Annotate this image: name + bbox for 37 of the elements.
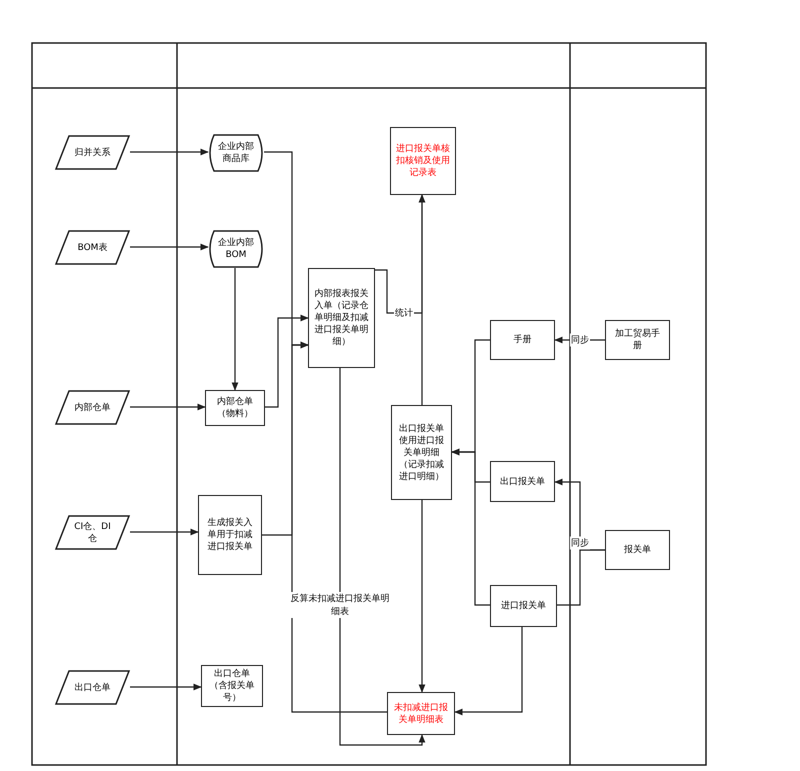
arrow xyxy=(130,148,209,156)
arrow xyxy=(339,368,426,746)
arrow xyxy=(130,528,199,536)
document-shape: 企业内部BOM xyxy=(208,230,264,268)
data-parallelogram: 内部仓单 xyxy=(55,390,130,425)
process-box: 加工贸易手册 xyxy=(605,320,670,360)
edge-label: 反算未扣减进口报关单明细表 xyxy=(289,592,391,618)
process-box: 内部仓单（物料） xyxy=(205,390,265,426)
document-shape: 企业内部商品库 xyxy=(208,134,264,172)
arrow xyxy=(130,404,206,410)
arrow xyxy=(454,627,523,716)
process-box: 内部报表报关入单（记录仓单明细及扣减进口报关单明细） xyxy=(308,268,375,368)
data-parallelogram: CI仓、DI仓 xyxy=(55,515,130,550)
arrow xyxy=(451,448,490,606)
process-box: 生成报关入单用于扣减进口报关单 xyxy=(198,495,262,575)
data-parallelogram: 归并关系 xyxy=(55,135,130,170)
arrow xyxy=(418,500,426,693)
process-box: 手册 xyxy=(490,320,555,360)
process-box: 未扣减进口报关单明细表 xyxy=(387,692,455,735)
arrow xyxy=(130,684,202,690)
process-box: 进口报关单 xyxy=(490,585,557,627)
arrow xyxy=(232,268,238,391)
arrow xyxy=(130,244,209,250)
edge-label: 同步 xyxy=(570,536,590,550)
arrow xyxy=(265,314,309,408)
process-box: 进口报关单核扣核销及使用记录表 xyxy=(390,127,456,195)
process-box: 出口报关单使用进口报关单明细（记录扣减进口明细） xyxy=(391,405,452,500)
process-box: 出口报关单 xyxy=(490,461,555,502)
connector-line xyxy=(557,549,605,606)
process-box: 出口仓单（含报关单号） xyxy=(201,665,263,707)
data-parallelogram: 出口仓单 xyxy=(55,670,130,705)
arrow xyxy=(291,342,387,713)
arrow xyxy=(418,194,426,405)
edge-label: 同步 xyxy=(570,334,590,346)
data-parallelogram: BOM表 xyxy=(55,230,130,265)
edge-label: 统计 xyxy=(394,306,414,320)
process-box: 报关单 xyxy=(605,530,670,570)
